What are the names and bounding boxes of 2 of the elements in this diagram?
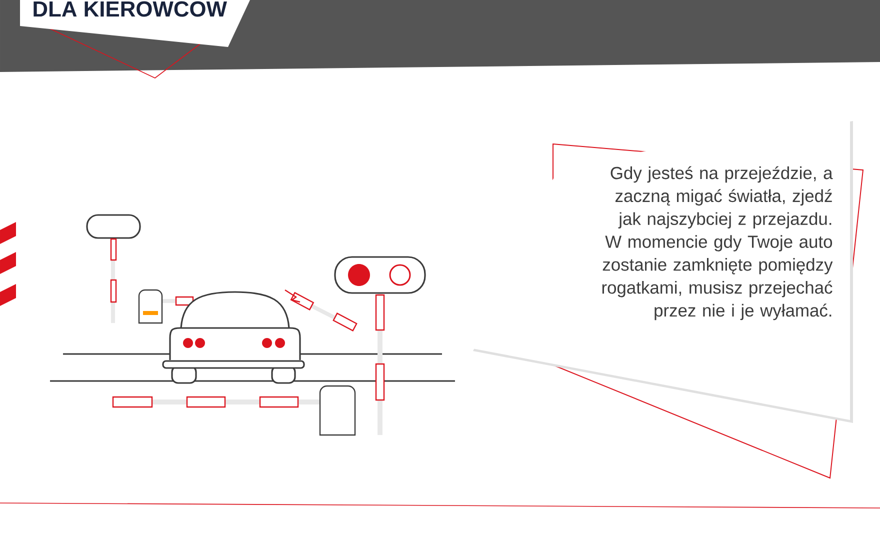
text-card: Gdy jesteś na przejeździe, a zaczną migać światła, zjedź jak najszybciej z przejazdu. W momencie gdy Twoje auto zostanie zamknięte pomiędzy rogatkami, musisz przejechać przez nie i je wyłamać. — [470, 118, 864, 479]
title-banner: DLA KIEROWCOW — [20, 0, 250, 47]
